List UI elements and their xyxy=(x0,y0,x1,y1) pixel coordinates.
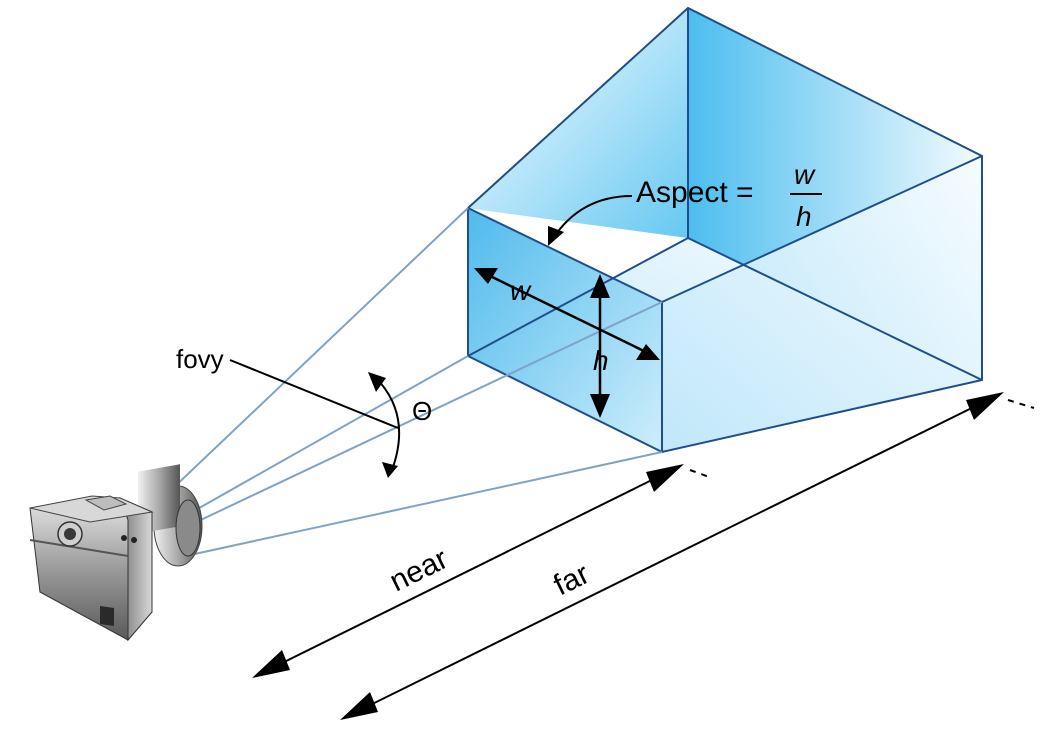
view-rays xyxy=(149,207,663,556)
aspect-annotation: Aspect = w h xyxy=(548,159,822,246)
w-label: w xyxy=(510,275,532,306)
near-label: near xyxy=(385,542,453,598)
h-label: h xyxy=(593,345,609,376)
far-label: far xyxy=(549,557,595,602)
near-plane xyxy=(468,208,662,452)
frustum-top-face xyxy=(468,8,688,238)
frustum xyxy=(467,6,983,454)
near-arrow xyxy=(252,464,713,678)
arrowheads-wh xyxy=(474,268,660,418)
aspect-numerator: w xyxy=(794,159,816,190)
theta-label: Θ xyxy=(412,396,432,426)
far-arrow xyxy=(340,392,1035,720)
frustum-side-face xyxy=(662,156,982,452)
camera-icon xyxy=(29,464,203,642)
fovy-label: fovy xyxy=(176,344,224,374)
aspect-label: Aspect = xyxy=(636,176,754,209)
width-height-arrows xyxy=(485,272,651,412)
aspect-denominator: h xyxy=(796,201,812,232)
fovy-annotation: fovy Θ xyxy=(176,344,432,478)
